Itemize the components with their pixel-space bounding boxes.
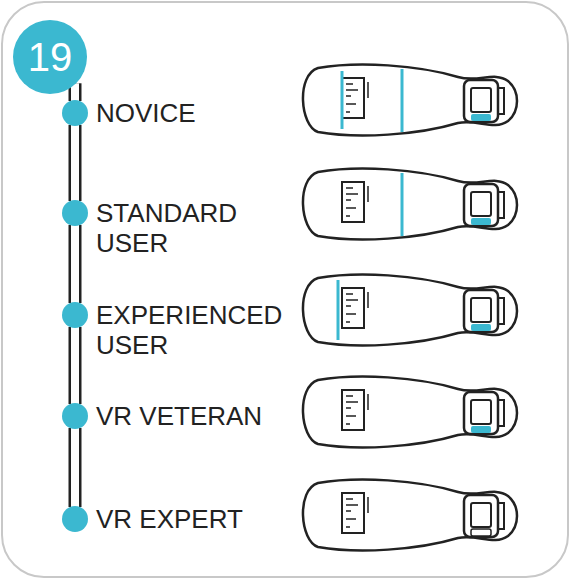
timeline-dot: NOVICE: [62, 100, 88, 126]
level-label: VR VETERAN: [96, 401, 296, 431]
timeline-bar: [75, 225, 76, 303]
bar-outline: [69, 225, 82, 303]
level-label: STANDARD USER: [96, 198, 296, 258]
timeline-bar: [75, 125, 76, 201]
bar-fill: [71, 327, 79, 404]
shoe-sole: [303, 275, 517, 346]
bar-fill: [71, 125, 79, 201]
level-label: NOVICE: [96, 98, 296, 128]
timeline-dot: STANDARD USER: [62, 200, 88, 226]
timeline-dot: VR VETERAN: [62, 403, 88, 429]
shoe-sole: [303, 377, 517, 448]
bar-fill: [71, 225, 79, 303]
shoe-sole: [303, 480, 517, 551]
step-number: 19: [28, 35, 73, 79]
shoe-sole: [303, 65, 517, 136]
bar-outline: [69, 125, 82, 201]
step-badge: 19: [13, 20, 87, 94]
bar-fill: [71, 428, 79, 507]
timeline-bar: [75, 428, 76, 507]
timeline-dot: EXPERIENCED USER: [62, 302, 88, 328]
timeline-dot: VR EXPERT: [62, 506, 88, 532]
timeline-bar: [75, 327, 76, 404]
bar-outline: [69, 327, 82, 404]
level-label: VR EXPERT: [96, 504, 296, 534]
bar-outline: [69, 428, 82, 507]
shoe-sole: [303, 169, 517, 240]
timeline-bar: [75, 83, 76, 101]
level-label: EXPERIENCED USER: [96, 300, 296, 360]
